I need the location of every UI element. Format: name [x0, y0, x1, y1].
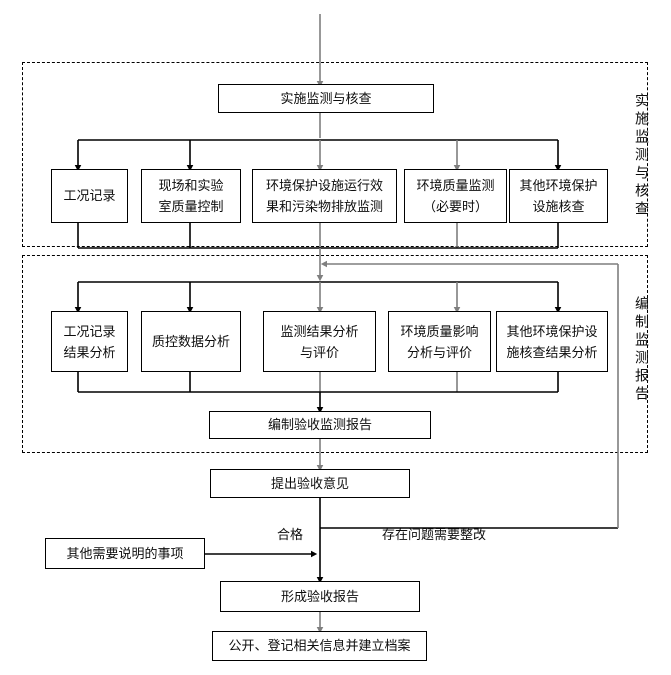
node-qc-data-analysis[interactable]: 质控数据分析	[141, 311, 241, 372]
edge-label-qualified: 合格	[277, 527, 304, 542]
node-implement-monitoring[interactable]: 实施监测与核查	[218, 84, 434, 113]
node-line: 监测结果分析	[280, 323, 359, 339]
node-site-lab-quality-control[interactable]: 现场和实验 室质量控制	[141, 169, 241, 223]
node-work-condition-record[interactable]: 工况记录	[51, 169, 128, 223]
section-implementation-border	[22, 62, 648, 247]
node-other-env-facility-check[interactable]: 其他环境保护 设施核查	[509, 169, 608, 223]
node-work-condition-analysis[interactable]: 工况记录 结果分析	[51, 311, 128, 372]
node-line: 工况记录	[63, 323, 116, 339]
section-label-report: 编制监测报告	[634, 296, 650, 404]
node-line: 其他环境保护设	[506, 323, 598, 339]
node-env-facility-effect-emission[interactable]: 环境保护设施运行效 果和污染物排放监测	[252, 169, 397, 223]
node-line: 室质量控制	[158, 199, 224, 214]
node-line: 施核查结果分析	[506, 344, 598, 360]
node-line: 环境质量影响	[400, 323, 479, 339]
node-compile-report[interactable]: 编制验收监测报告	[209, 411, 431, 439]
node-line: 环境质量监测	[416, 178, 495, 193]
node-line: 质控数据分析	[151, 334, 230, 349]
node-line: （必要时）	[422, 199, 488, 214]
node-line: 与评价	[299, 344, 339, 360]
section-report-border	[22, 255, 648, 453]
node-publish-register-archive[interactable]: 公开、登记相关信息并建立档案	[212, 631, 427, 661]
node-line: 其他环境保护	[519, 178, 598, 193]
section-label-implementation: 实施监测与核查	[634, 92, 650, 219]
node-other-facility-check-analysis[interactable]: 其他环境保护设 施核查结果分析	[496, 311, 608, 372]
node-propose-opinion[interactable]: 提出验收意见	[210, 469, 410, 498]
node-monitoring-result-analysis[interactable]: 监测结果分析 与评价	[263, 311, 376, 372]
node-line: 果和污染物排放监测	[265, 199, 383, 214]
node-line: 现场和实验	[158, 178, 224, 193]
node-line: 分析与评价	[406, 344, 472, 360]
node-form-acceptance-report[interactable]: 形成验收报告	[220, 581, 420, 612]
node-line: 结果分析	[63, 344, 116, 360]
node-line: 设施核查	[532, 199, 585, 214]
node-env-quality-impact-analysis[interactable]: 环境质量影响 分析与评价	[388, 311, 491, 372]
node-env-quality-monitoring[interactable]: 环境质量监测 （必要时）	[404, 169, 507, 223]
edge-label-rectification: 存在问题需要整改	[382, 527, 487, 542]
node-other-matters[interactable]: 其他需要说明的事项	[45, 538, 205, 569]
node-line: 环境保护设施运行效	[265, 178, 383, 193]
